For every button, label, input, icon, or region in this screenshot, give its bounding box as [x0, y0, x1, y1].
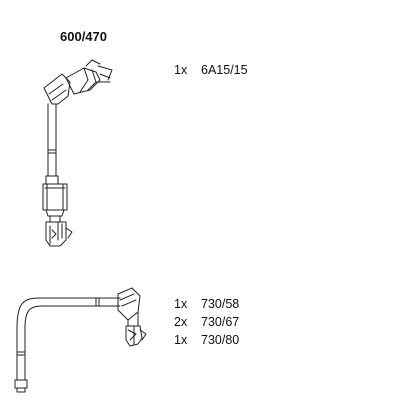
- part-qty: 1x: [174, 63, 188, 77]
- cable: [47, 103, 57, 177]
- part-line-top-1: 1x 6A15/15: [174, 63, 248, 77]
- part-number-title: 600/470: [60, 29, 107, 44]
- part-code: 730/80: [201, 333, 240, 347]
- part-qty: 2x: [174, 315, 188, 329]
- part-line-bottom-2: 2x 730/67: [174, 315, 239, 329]
- part-code: 730/58: [201, 297, 240, 311]
- bottom-ignition-lead: [14, 287, 147, 393]
- part-line-bottom-1: 1x 730/58: [174, 297, 239, 311]
- part-qty: 1x: [174, 333, 188, 347]
- cable-vertical: [16, 327, 26, 381]
- part-code: 730/67: [201, 315, 240, 329]
- part-code: 6A15/15: [201, 63, 248, 77]
- part-qty: 1x: [174, 297, 188, 311]
- terminal-clip: [65, 59, 113, 95]
- part-line-bottom-3: 1x 730/80: [174, 333, 239, 347]
- end-cap: [14, 379, 28, 389]
- right-angled-boot: [117, 287, 147, 347]
- cable-horizontal: [16, 297, 121, 329]
- lower-boot: [42, 175, 73, 247]
- angled-boot: [43, 73, 71, 105]
- top-ignition-lead: [42, 59, 113, 247]
